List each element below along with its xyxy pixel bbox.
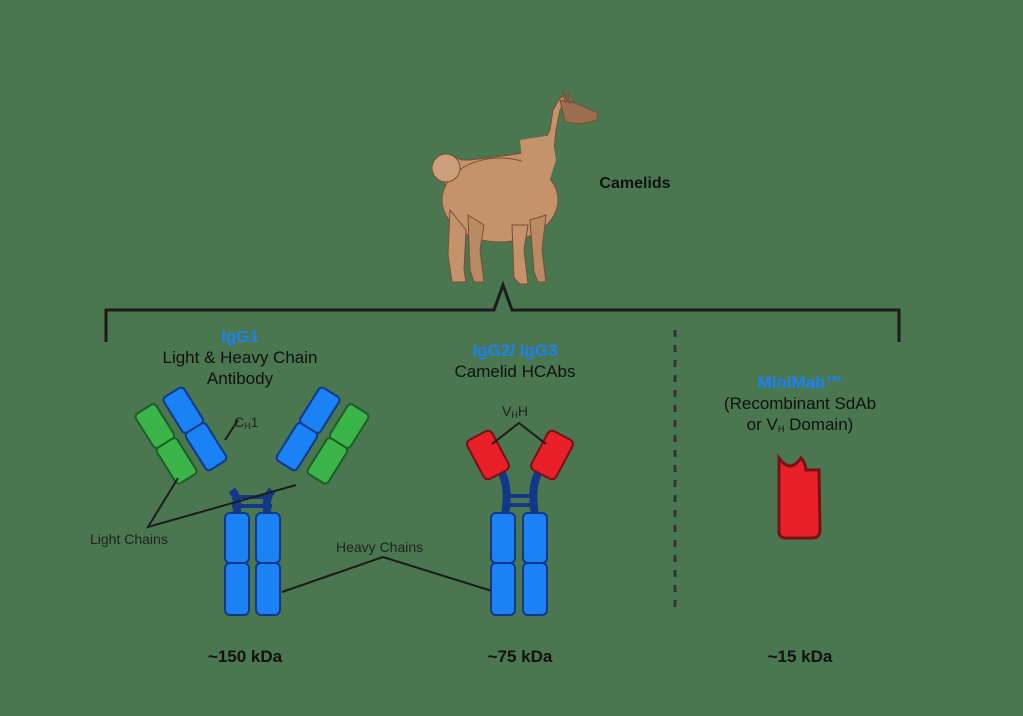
llama-illustration — [431, 89, 599, 285]
minimab-header: MiniMab™ (Recombinant SdAb or VH Domain) — [700, 372, 900, 440]
igg1-description-line2: Antibody — [206, 369, 274, 388]
igg1-antibody-diagram — [134, 386, 493, 616]
vhh-label: VHH — [502, 403, 528, 420]
light-chains-label: Light Chains — [90, 531, 168, 547]
minimab-description-line1: (Recombinant SdAb — [723, 394, 877, 413]
hcab-size: ~75 kDa — [487, 647, 553, 666]
hcab-description: Camelid HCAbs — [454, 362, 576, 381]
minimab-domain-diagram — [777, 453, 822, 540]
grouping-bracket — [104, 280, 901, 342]
igg1-type-label: IgG1 — [221, 327, 259, 346]
heavy-chains-label: Heavy Chains — [336, 539, 424, 555]
minimab-size: ~15 kDa — [767, 647, 833, 666]
igg1-description-line1: Light & Heavy Chain — [162, 348, 318, 367]
hcab-header: IgG2/ IgG3 Camelid HCAbs — [430, 340, 600, 382]
minimab-description-line2: or VH Domain) — [746, 415, 854, 434]
hcab-antibody-diagram — [466, 421, 574, 616]
hcab-type-label: IgG2/ IgG3 — [472, 341, 558, 360]
minimab-type-label: MiniMab™ — [757, 373, 843, 392]
igg1-size: ~150 kDa — [207, 647, 283, 666]
camelids-label: Camelids — [599, 175, 671, 192]
igg1-header: IgG1 Light & Heavy Chain Antibody — [140, 326, 340, 389]
ch1-label: CH1 — [234, 414, 259, 431]
